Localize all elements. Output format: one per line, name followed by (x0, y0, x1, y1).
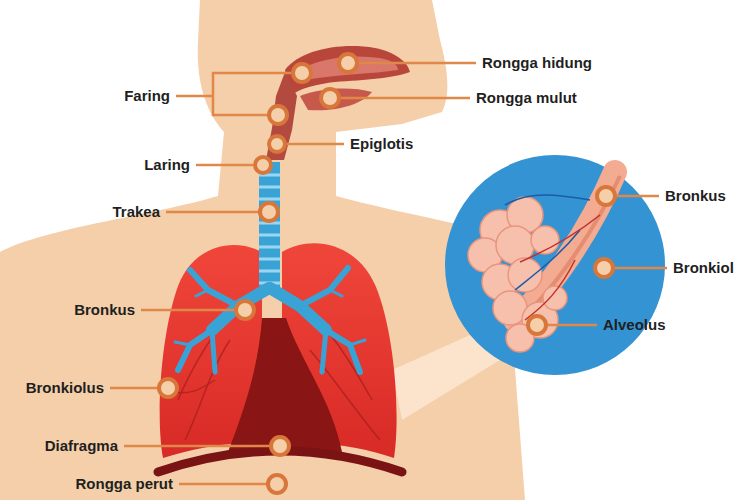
part-label: Bronkiol (673, 259, 734, 277)
part-label: Trakea (112, 203, 160, 221)
part-label: Rongga mulut (476, 89, 577, 107)
bronchial-tree (175, 268, 365, 372)
part-label: Diafragma (45, 437, 118, 455)
part-label: Rongga hidung (482, 54, 592, 72)
part-label: Rongga perut (76, 475, 174, 493)
mouth-cavity (300, 89, 372, 111)
part-label: Bronkus (74, 301, 135, 319)
trachea-rings (259, 175, 280, 283)
part-label: Faring (124, 87, 170, 105)
inset-circle (445, 155, 665, 375)
part-label: Bronkus (665, 187, 726, 205)
part-label: Epiglotis (350, 135, 413, 153)
nasal-cavity (285, 46, 410, 96)
inset-vessels (505, 195, 600, 320)
trachea (259, 162, 280, 290)
heart (228, 318, 342, 452)
part-label: Bronkiolus (26, 379, 104, 397)
pharynx (266, 72, 297, 160)
leader-lines (110, 63, 667, 484)
callout-markers (159, 54, 615, 493)
alveoli-cluster (468, 197, 567, 352)
part-label: Alveolus (603, 316, 666, 334)
part-label: Laring (144, 156, 190, 174)
